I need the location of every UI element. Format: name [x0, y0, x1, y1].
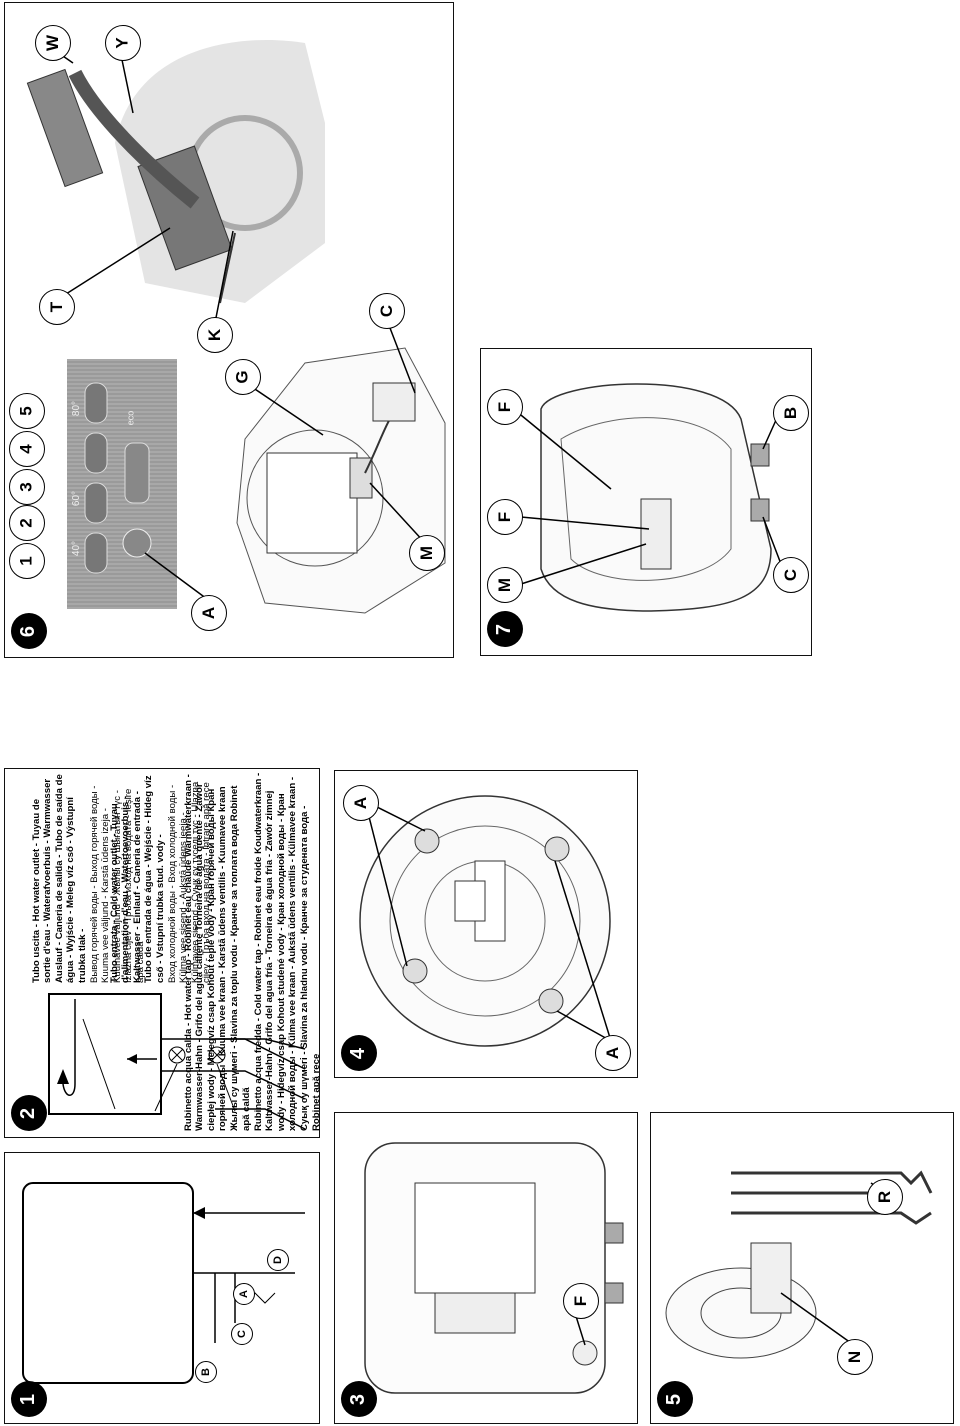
- callout-C-p7: C: [773, 557, 809, 593]
- panel-1-drawing: [22, 1182, 305, 1384]
- callout-2: 2: [9, 505, 45, 541]
- panel-6: 6 1 2 3 4 5 40° 60° 80° eco A M G K C T …: [4, 2, 454, 658]
- panel-5-drawing: [665, 1170, 933, 1359]
- panel-1: 1 A B C D: [4, 1152, 320, 1424]
- callout-M-p7: M: [487, 567, 523, 603]
- callout-B-p1: B: [195, 1361, 217, 1383]
- callout-F-p3: F: [563, 1283, 599, 1319]
- callout-C-p1: C: [231, 1323, 253, 1345]
- callout-1: 1: [9, 543, 45, 579]
- panel-7: 7 M F F B C: [480, 348, 812, 656]
- panel-2-number: 2: [11, 1095, 47, 1131]
- panel-5: 5 N R: [650, 1112, 954, 1424]
- callout-A-bottom-p4: A: [595, 1035, 631, 1071]
- display-temp-60: 60°: [71, 490, 83, 507]
- callout-F1-p7: F: [487, 499, 523, 535]
- panel-3-number: 3: [341, 1381, 377, 1417]
- display-temp-40: 40°: [71, 540, 83, 557]
- callout-3: 3: [9, 469, 45, 505]
- callout-G-p6: G: [225, 359, 261, 395]
- callout-A-p1: A: [233, 1283, 255, 1305]
- panel-4: 4 A A: [334, 770, 638, 1078]
- panel-4-drawing: [359, 795, 612, 1047]
- callout-D-p1: D: [267, 1249, 289, 1271]
- callout-M-p6: M: [409, 535, 445, 571]
- callout-T-p6: T: [39, 289, 75, 325]
- callout-Y-p6: Y: [105, 25, 141, 61]
- panel-2-drawing: [48, 993, 306, 1130]
- callout-B-p7: B: [773, 395, 809, 431]
- hot-tap-text: Rubinetto acqua calda - Hot water tap - …: [182, 774, 252, 1131]
- panel-6-number: 6: [11, 613, 47, 649]
- callout-W-p6: W: [35, 25, 71, 61]
- panel-7-number: 7: [487, 611, 523, 647]
- cold-tap-text: Rubinetto acqua fredda - Cold water tap …: [252, 772, 320, 1131]
- panel-6-drawing: [26, 39, 446, 614]
- panel-2: 2 Tubo uscita - Hot water outlet - Tuyau…: [4, 768, 320, 1138]
- panel-3-drawing: [364, 1142, 624, 1394]
- panel-5-number: 5: [657, 1381, 693, 1417]
- panel-1-number: 1: [11, 1381, 47, 1417]
- display-temp-80: 80°: [71, 400, 83, 417]
- panel-4-number: 4: [341, 1035, 377, 1071]
- callout-F2-p7: F: [487, 389, 523, 425]
- callout-K-p6: K: [197, 317, 233, 353]
- callout-R-p5: R: [867, 1179, 903, 1215]
- callout-A-top-p4: A: [343, 785, 379, 821]
- panel-3: 3 F: [334, 1112, 638, 1424]
- callout-C-p6: C: [369, 293, 405, 329]
- panel-7-drawing: [515, 383, 782, 612]
- eco-label: eco: [125, 410, 136, 426]
- callout-4: 4: [9, 431, 45, 467]
- callout-5: 5: [9, 393, 45, 429]
- callout-A-p6: A: [191, 595, 227, 631]
- callout-N-p5: N: [837, 1339, 873, 1375]
